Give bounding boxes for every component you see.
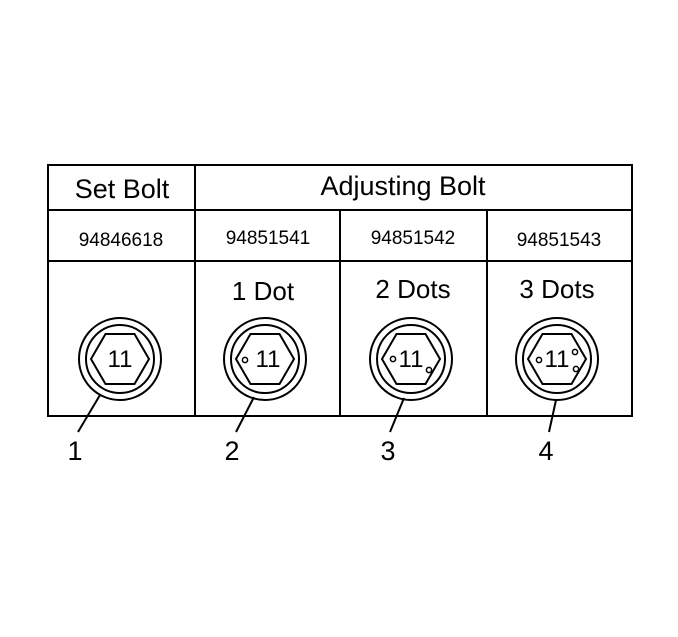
callout-leader-2 bbox=[235, 396, 255, 433]
callout-leader-3 bbox=[389, 397, 405, 433]
callout-number: 4 bbox=[538, 436, 553, 466]
bolt-head-marking: 11 bbox=[108, 346, 133, 373]
callout-number: 3 bbox=[380, 436, 395, 466]
adjusting-bolt-2-dots-head bbox=[369, 317, 453, 401]
set-bolt-header: Set Bolt bbox=[75, 174, 170, 204]
bolt-head-marking: 11 bbox=[545, 346, 570, 373]
bolt-flange-outer bbox=[78, 317, 162, 401]
bolt-flange-inner bbox=[85, 324, 155, 394]
part-number: 94851541 bbox=[226, 228, 311, 249]
bolt-flange-outer bbox=[515, 317, 599, 401]
identification-dot bbox=[535, 356, 543, 364]
callout-leader-4 bbox=[548, 399, 557, 433]
bolt-flange-inner bbox=[522, 324, 592, 394]
bolt-hex-head bbox=[89, 333, 151, 385]
callout-leader-1 bbox=[77, 394, 101, 433]
bolt-flange-inner bbox=[230, 324, 300, 394]
bolt-hex-head bbox=[380, 333, 442, 385]
adjusting-bolt-1-dot-head bbox=[223, 317, 307, 401]
part-number: 94851543 bbox=[517, 230, 602, 251]
callout-leaders bbox=[77, 394, 557, 433]
callout-number: 2 bbox=[224, 436, 239, 466]
bolt-flange-inner bbox=[376, 324, 446, 394]
adjusting-bolt-header: Adjusting Bolt bbox=[320, 171, 486, 201]
dot-label: 1 Dot bbox=[232, 276, 295, 306]
part-number: 94851542 bbox=[371, 228, 456, 249]
bolt-head-marking: 11 bbox=[256, 346, 281, 373]
adjusting-bolt-3-dots-head bbox=[515, 317, 599, 401]
table-grid bbox=[47, 164, 633, 417]
identification-dot bbox=[241, 356, 249, 364]
bolt-flange-outer bbox=[223, 317, 307, 401]
identification-dot bbox=[425, 366, 433, 374]
dot-label: 2 Dots bbox=[375, 274, 450, 304]
bolt-flange-outer bbox=[369, 317, 453, 401]
part-number: 94846618 bbox=[79, 230, 164, 251]
callout-number: 1 bbox=[67, 436, 82, 466]
bolt-head-marking: 11 bbox=[399, 346, 424, 373]
identification-dot bbox=[572, 365, 580, 373]
set-bolt-head bbox=[78, 317, 162, 401]
identification-dot bbox=[571, 348, 579, 356]
bolt-hex-head bbox=[234, 333, 296, 385]
dot-label: 3 Dots bbox=[519, 274, 594, 304]
identification-dot bbox=[389, 355, 397, 363]
bolt-hex-head bbox=[526, 333, 588, 385]
